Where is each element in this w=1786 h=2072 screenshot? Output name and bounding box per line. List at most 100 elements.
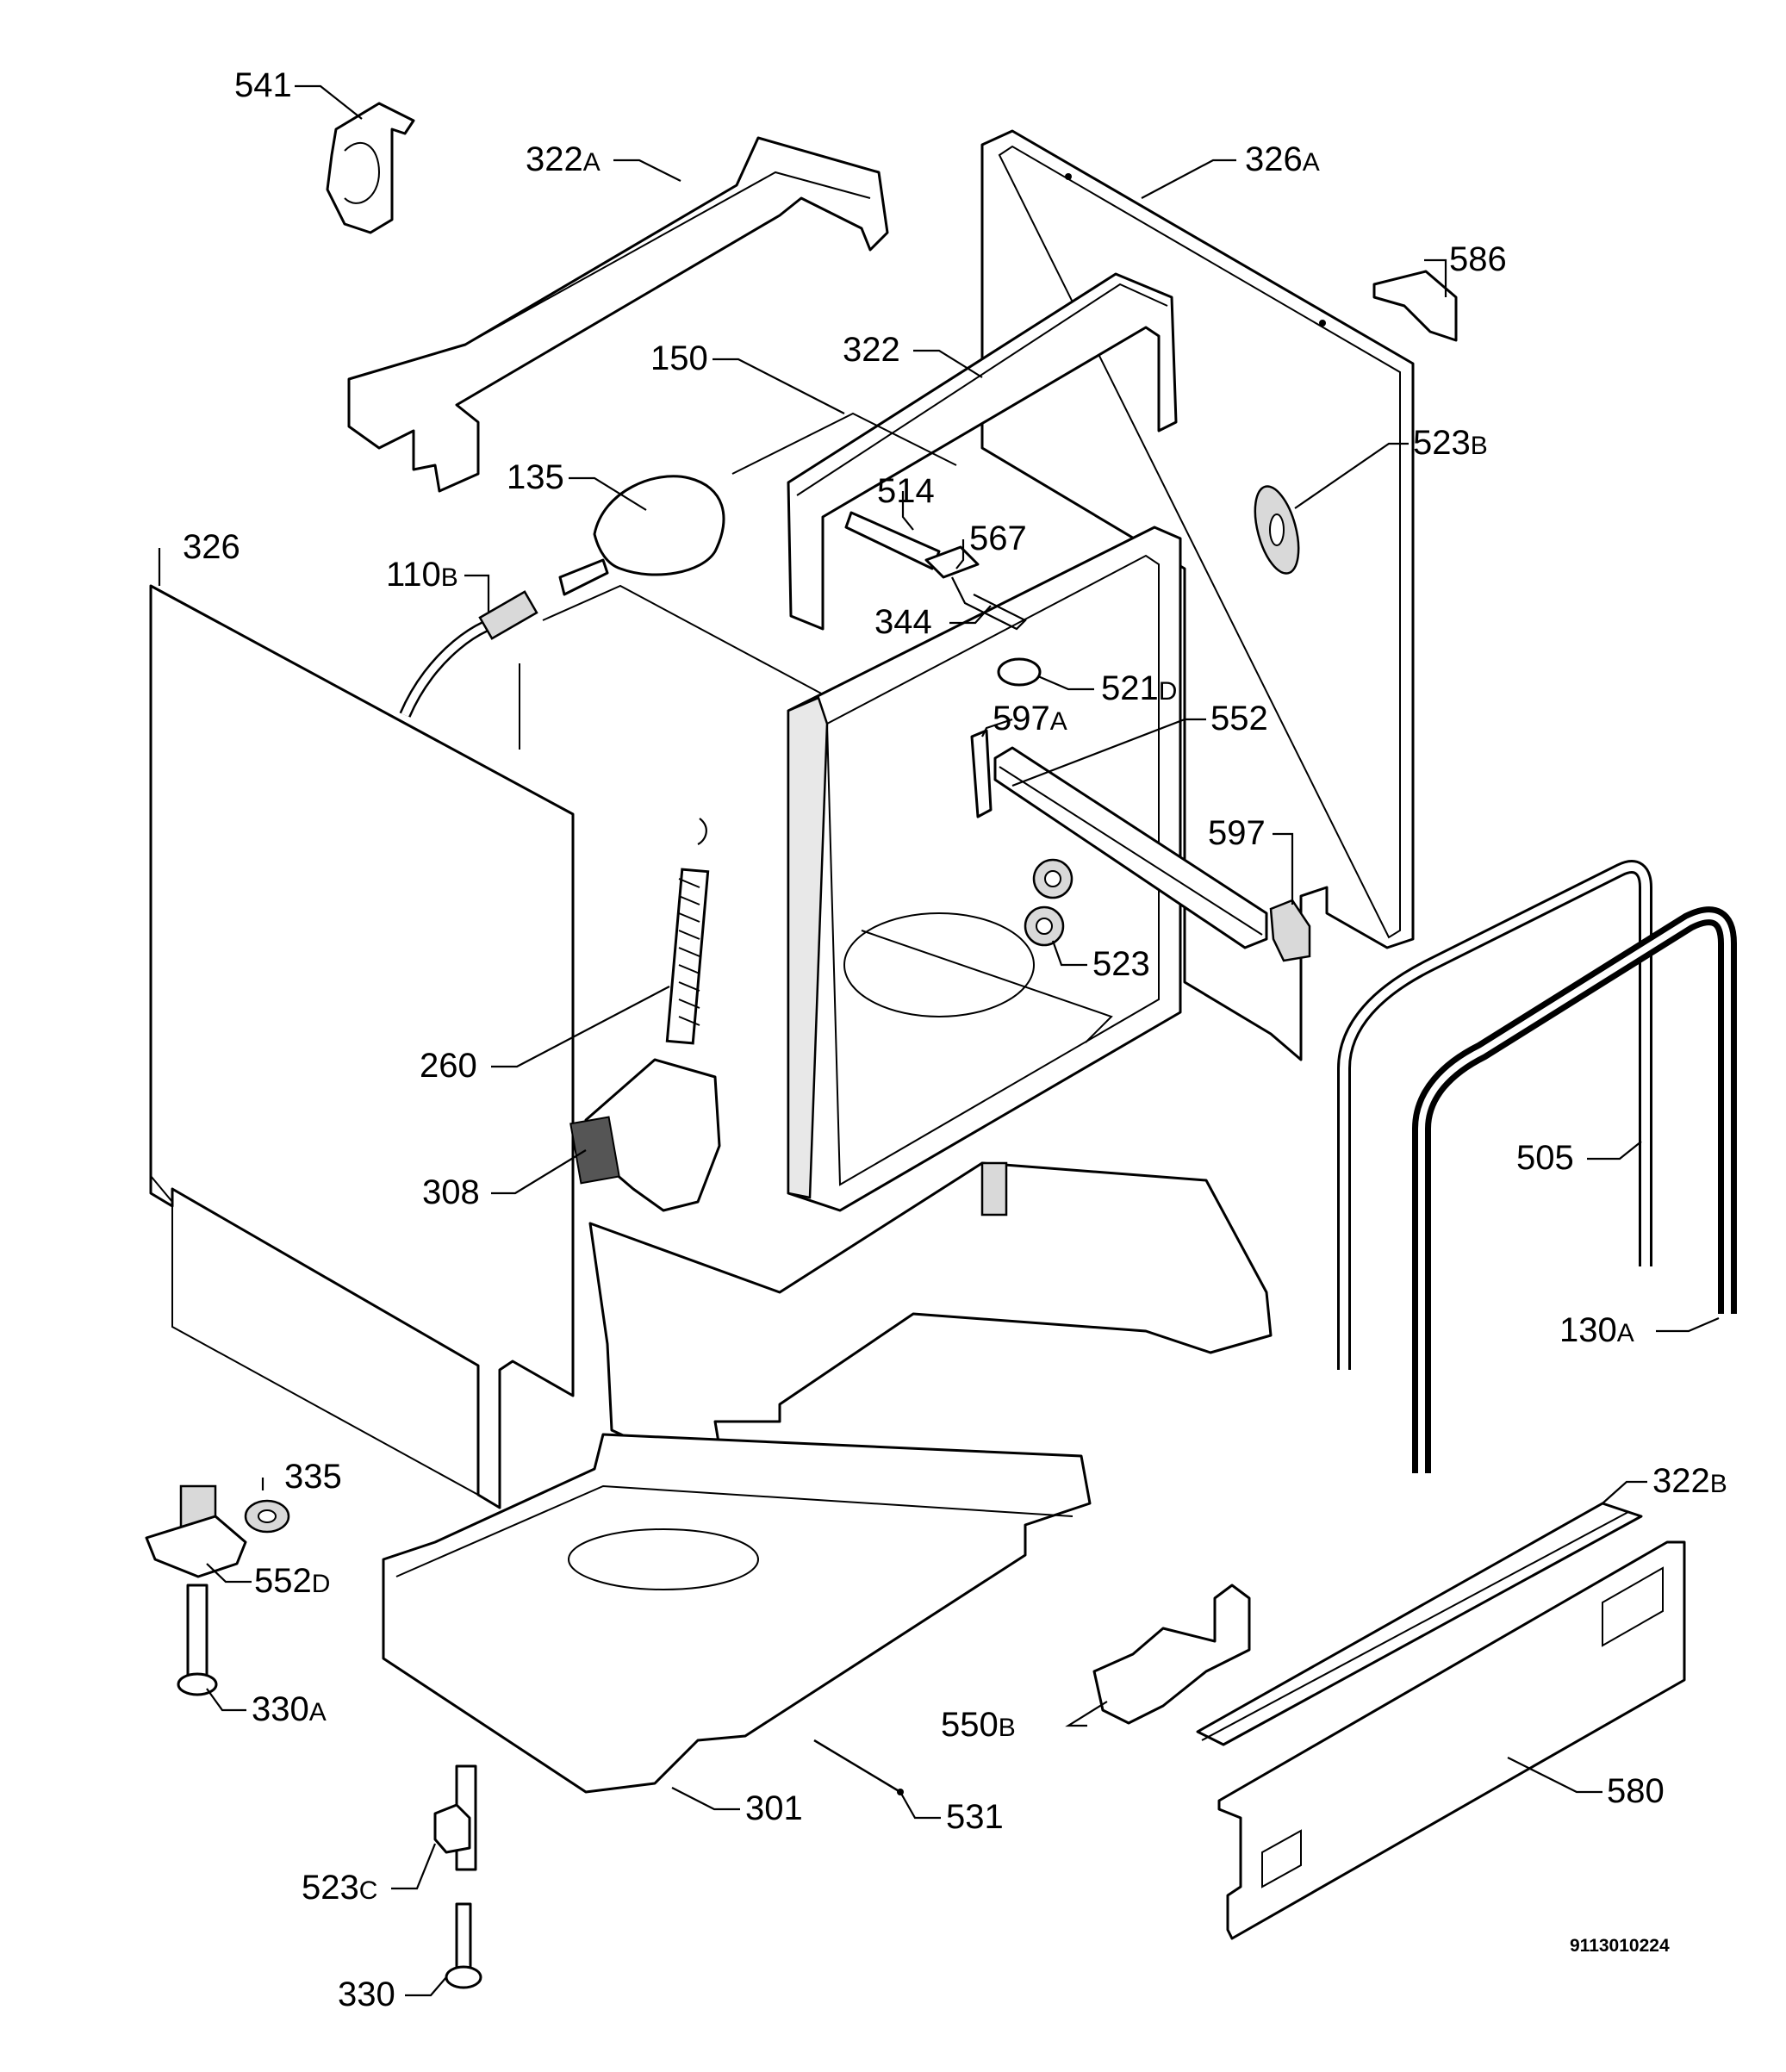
callout-308: 308 (422, 1173, 480, 1211)
callout-number: 523 (1413, 424, 1471, 462)
callout-number: 597 (993, 700, 1050, 737)
callout-number: 552 (254, 1562, 312, 1600)
callout-521d: 521D (1101, 669, 1177, 707)
part-bracket-586 (1372, 270, 1458, 342)
callout-number: 150 (650, 339, 708, 377)
callout-number: 330 (338, 1976, 395, 2013)
part-grommet-523b (1254, 485, 1300, 575)
callout-number: 326 (1245, 140, 1303, 178)
callout-number: 597 (1208, 814, 1266, 852)
callout-531: 531 (946, 1798, 1004, 1836)
callout-number: 552 (1210, 700, 1268, 737)
callout-505: 505 (1516, 1139, 1574, 1177)
callout-number: 531 (946, 1798, 1004, 1836)
part-trim-upper (347, 136, 889, 493)
part-base-frame (588, 1161, 1273, 1458)
callout-suffix: D (312, 1570, 331, 1598)
callout-322a: 322A (526, 140, 601, 178)
part-screw-330 (445, 1902, 482, 1989)
callout-344: 344 (874, 603, 932, 641)
part-clip-541 (326, 102, 415, 234)
callout-number: 260 (420, 1047, 477, 1085)
callout-number: 130 (1559, 1311, 1617, 1349)
part-base-tray-301 (382, 1433, 1092, 1794)
callout-597a: 597A (993, 700, 1067, 737)
callout-suffix: A (583, 148, 601, 177)
callout-541: 541 (234, 66, 292, 104)
callout-335: 335 (284, 1458, 342, 1496)
part-inlet-hose (399, 590, 538, 718)
drawing-number: 9113010224 (1570, 1936, 1670, 1956)
callout-301: 301 (745, 1789, 803, 1827)
part-gasket-130a (1412, 906, 1737, 1473)
part-bracket-550b (1092, 1584, 1251, 1725)
callout-number: 523 (302, 1869, 359, 1907)
part-rail-552 (993, 746, 1268, 949)
callout-suffix: A (1050, 707, 1067, 736)
part-spring-260 (665, 818, 710, 1088)
callout-number: 135 (507, 458, 564, 496)
callout-322b: 322B (1652, 1462, 1727, 1500)
callout-number: 322 (1652, 1462, 1710, 1500)
part-grommet-523 (1024, 858, 1073, 947)
callout-number: 308 (422, 1173, 480, 1211)
callout-number: 523 (1092, 945, 1150, 983)
part-kickplate-580 (1217, 1540, 1686, 1940)
callout-suffix: B (999, 1714, 1016, 1742)
part-plug-521d (997, 657, 1042, 687)
callout-552d: 552D (254, 1562, 330, 1600)
callout-number: 322 (843, 331, 900, 369)
callout-number: 110 (386, 556, 441, 594)
part-pin-514 (844, 511, 941, 570)
callout-130a: 130A (1559, 1311, 1634, 1349)
part-tub-frame (787, 526, 1182, 1212)
callout-number: 335 (284, 1458, 342, 1496)
callout-326a: 326A (1245, 140, 1320, 178)
callout-322: 322 (843, 331, 900, 369)
callout-523b: 523B (1413, 424, 1488, 462)
part-side-panel-left (149, 584, 575, 1509)
callout-suffix: D (1159, 677, 1178, 706)
part-valve-552d (145, 1484, 247, 1578)
callout-330: 330 (338, 1976, 395, 2013)
callout-567: 567 (969, 520, 1027, 557)
callout-260: 260 (420, 1047, 477, 1085)
part-rod-531 (813, 1739, 904, 1795)
part-screw-330a (177, 1584, 218, 1696)
callout-suffix: B (441, 563, 458, 592)
part-nut-335 (244, 1499, 290, 1534)
callout-number: 330 (252, 1690, 309, 1728)
callout-580: 580 (1607, 1772, 1665, 1810)
callout-suffix: C (359, 1876, 378, 1905)
callout-150: 150 (650, 339, 708, 377)
callout-330a: 330A (252, 1690, 327, 1728)
callout-number: 344 (874, 603, 932, 641)
callout-number: 322 (526, 140, 583, 178)
part-hinge-308 (569, 1058, 721, 1212)
callout-514: 514 (877, 472, 935, 510)
callout-523: 523 (1092, 945, 1150, 983)
callout-number: 505 (1516, 1139, 1574, 1177)
callout-number: 580 (1607, 1772, 1665, 1810)
callout-number: 521 (1101, 669, 1159, 707)
callout-number: 586 (1449, 240, 1507, 278)
part-gasket-505 (1337, 860, 1652, 1370)
part-frame-upper (787, 272, 1178, 631)
callout-suffix: A (1617, 1319, 1634, 1347)
callout-number: 550 (941, 1706, 999, 1744)
part-salt-container (558, 475, 725, 596)
callout-586: 586 (1449, 240, 1507, 278)
leader-lines (158, 84, 1720, 1997)
callout-number: 301 (745, 1789, 803, 1827)
part-bracket-567 (924, 545, 1027, 631)
callout-number: 567 (969, 520, 1027, 557)
part-trim-lower-322b (1196, 1502, 1643, 1746)
callout-number: 541 (234, 66, 292, 104)
part-pin-523c (433, 1764, 477, 1871)
part-side-panel-right (980, 129, 1415, 1061)
callout-number: 514 (877, 472, 935, 510)
callout-550b: 550B (941, 1706, 1016, 1744)
